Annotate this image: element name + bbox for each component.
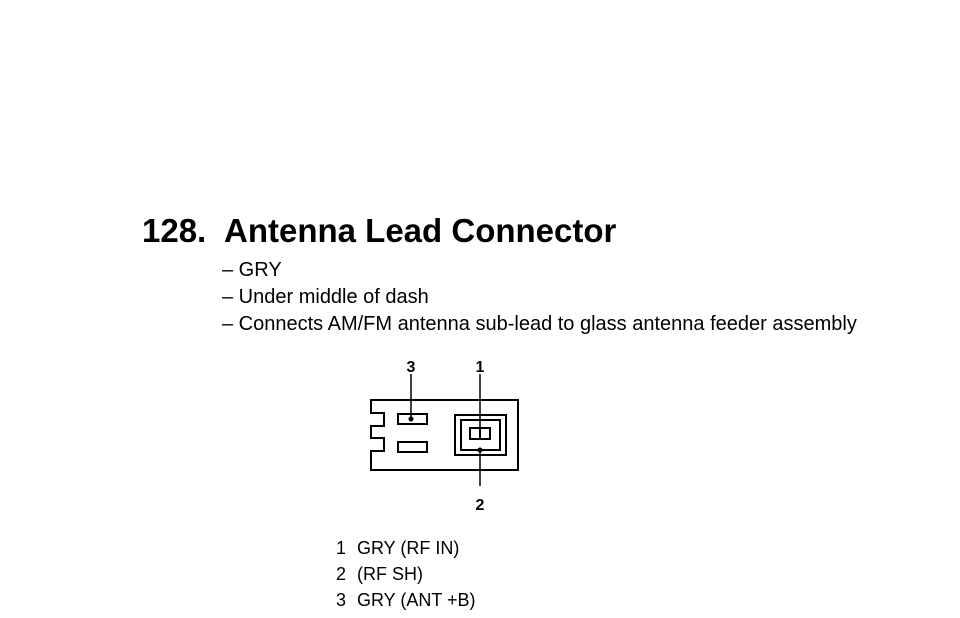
note-location: – Under middle of dash bbox=[222, 286, 429, 308]
leader-dot-2 bbox=[477, 447, 483, 453]
leader-dot-3 bbox=[408, 416, 414, 422]
connector-diagram: 3 1 2 bbox=[370, 359, 519, 514]
section-heading: 128. Antenna Lead Connector bbox=[142, 209, 616, 253]
pin-number: 3 bbox=[336, 590, 347, 610]
callout-2: 2 bbox=[476, 497, 485, 514]
note-function: – Connects AM/FM antenna sub-lead to gla… bbox=[222, 313, 857, 335]
callout-3: 3 bbox=[407, 359, 416, 376]
section-number: 128. bbox=[142, 212, 207, 249]
note-color: – GRY bbox=[222, 259, 282, 281]
callout-1: 1 bbox=[476, 359, 485, 376]
terminal-slot-3 bbox=[397, 413, 428, 425]
pin-number: 1 bbox=[336, 538, 347, 558]
pin-item: 2 (RF SH) bbox=[336, 561, 476, 587]
pin-label: GRY (ANT +B) bbox=[357, 590, 476, 610]
pin-number: 2 bbox=[336, 564, 347, 584]
connector-housing bbox=[370, 399, 519, 471]
pin-label: (RF SH) bbox=[357, 564, 423, 584]
section-title: Antenna Lead Connector bbox=[224, 212, 617, 249]
pin-list: 1 GRY (RF IN) 2 (RF SH) 3 GRY (ANT +B) bbox=[336, 535, 476, 613]
connector-notes: – GRY – Under middle of dash – Connects … bbox=[222, 257, 857, 338]
pin-label: GRY (RF IN) bbox=[357, 538, 460, 558]
terminal-slot-lower bbox=[397, 441, 428, 453]
pin-item: 3 GRY (ANT +B) bbox=[336, 587, 476, 613]
pin-item: 1 GRY (RF IN) bbox=[336, 535, 476, 561]
